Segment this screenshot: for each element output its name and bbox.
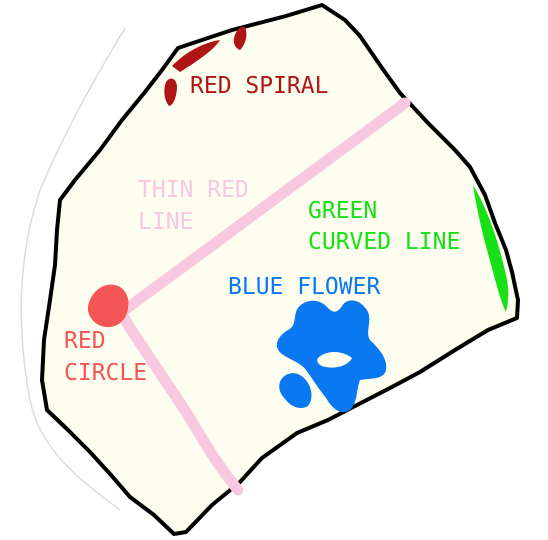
label-red-circle-2: CIRCLE xyxy=(64,360,147,386)
label-thin-red-line-1: THIN RED xyxy=(138,177,249,203)
green-curved-line xyxy=(473,185,509,312)
label-red-circle-1: RED xyxy=(64,328,106,354)
red-spiral-stroke-2 xyxy=(233,26,247,50)
label-blue-flower: BLUE FLOWER xyxy=(228,274,380,300)
blue-flower-petal xyxy=(279,373,312,408)
label-red-spiral: RED SPIRAL xyxy=(190,73,328,99)
label-green-curved-line-2: CURVED LINE xyxy=(308,229,460,255)
red-spiral-stroke-3 xyxy=(164,78,177,106)
paper-outline xyxy=(40,3,520,536)
label-thin-red-line-2: LINE xyxy=(138,209,193,235)
thin-red-line-segment-upper xyxy=(116,97,411,318)
paper-shadow xyxy=(20,27,126,511)
red-spiral-stroke-1 xyxy=(172,40,220,72)
blue-flower-center-hole xyxy=(317,352,352,368)
blue-flower xyxy=(276,300,387,413)
thin-red-line-segment-lower xyxy=(116,309,244,496)
thin-red-line xyxy=(116,97,411,496)
red-circle xyxy=(87,284,129,328)
label-green-curved-line-1: GREEN xyxy=(308,198,377,224)
red-spiral xyxy=(164,26,247,106)
